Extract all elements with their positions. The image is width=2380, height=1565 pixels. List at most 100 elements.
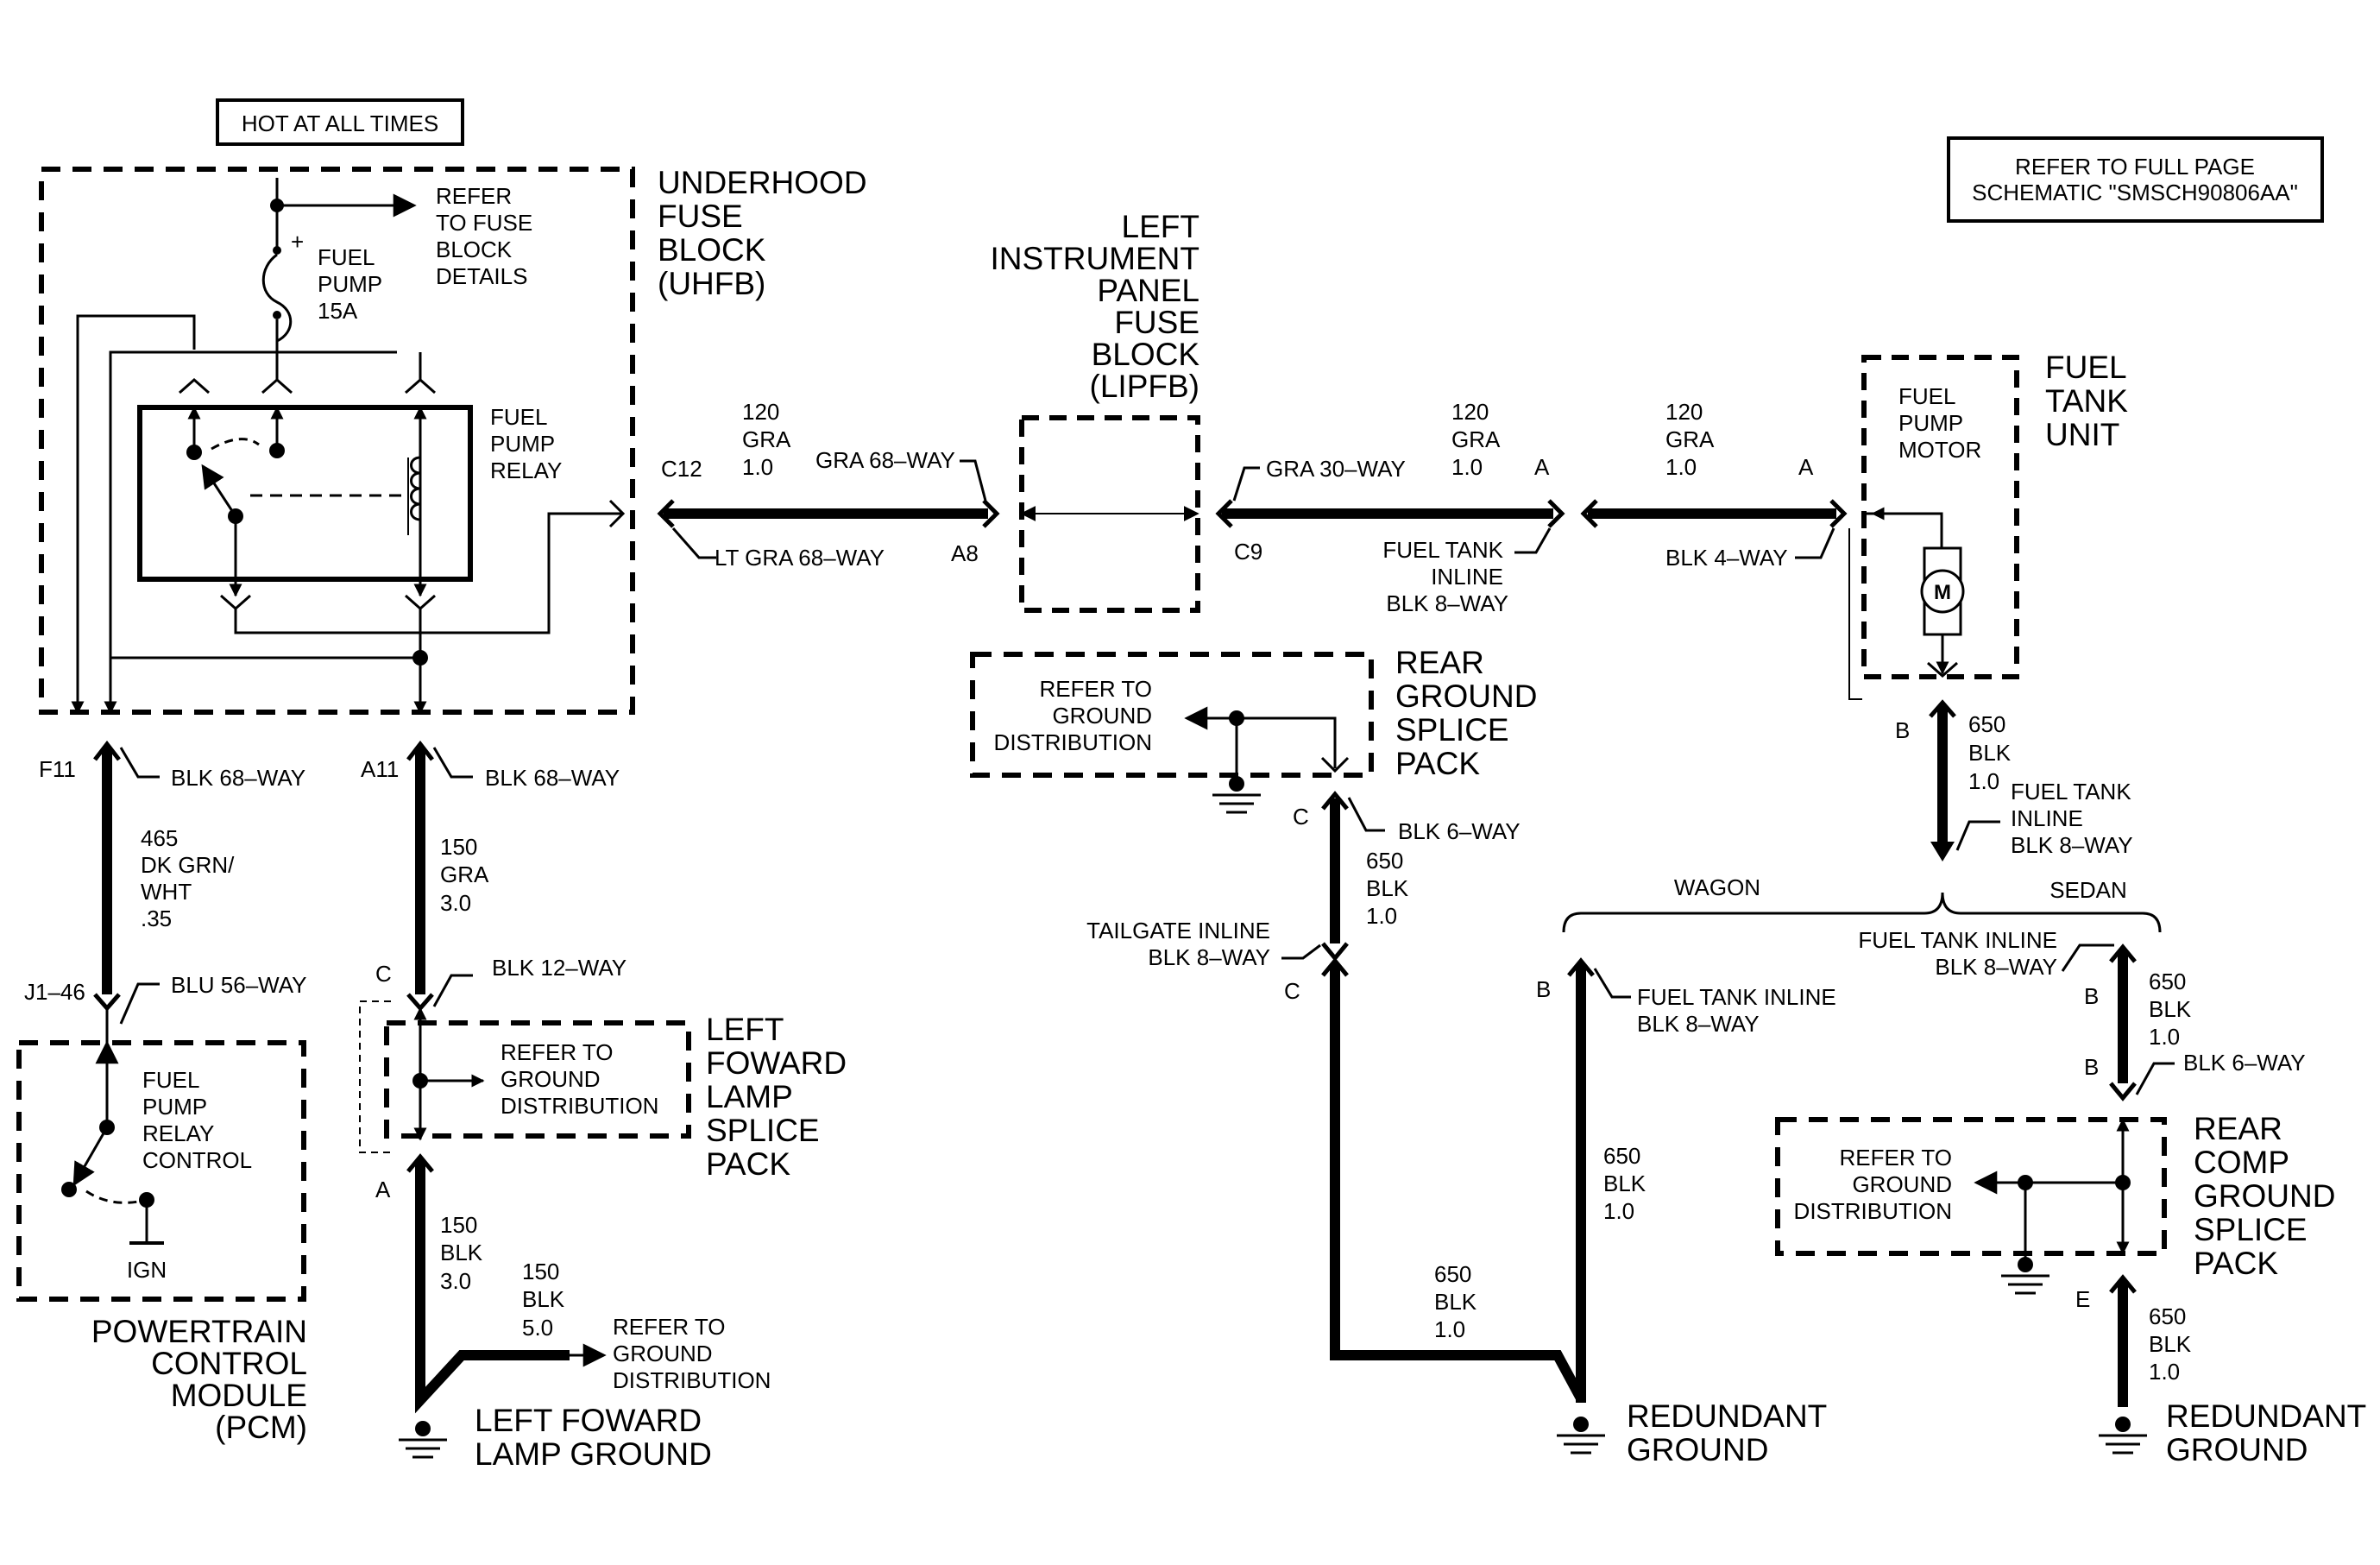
svg-text:CONTROL: CONTROL xyxy=(151,1346,307,1381)
svg-text:+: + xyxy=(291,229,304,255)
svg-text:INLINE: INLINE xyxy=(1431,564,1503,590)
svg-text:MOTOR: MOTOR xyxy=(1898,437,1981,463)
pin-c3: C xyxy=(1284,978,1300,1004)
fuel-tank-unit-outline xyxy=(1861,355,2019,679)
svg-text:.35: .35 xyxy=(141,906,172,931)
refer-full-page-line1: REFER TO FULL PAGE xyxy=(2015,154,2255,180)
svg-text:3.0: 3.0 xyxy=(440,1268,471,1294)
fuel-pump-motor-symbol xyxy=(1920,569,1965,614)
connector-fuel-tank-inline-2: FUEL TANK INLINE BLK 8–WAY xyxy=(2011,779,2133,858)
connector-ltgra68: LT GRA 68–WAY xyxy=(715,545,885,571)
svg-text:FUSE: FUSE xyxy=(658,199,743,234)
svg-text:PUMP: PUMP xyxy=(1898,410,1963,436)
rear-ground-splice-refer: REFER TO GROUND DISTRIBUTION xyxy=(994,676,1152,755)
connector-blk6-a: BLK 6–WAY xyxy=(1398,818,1521,844)
relay-coil-symbol xyxy=(410,456,421,521)
svg-text:15A: 15A xyxy=(318,298,358,324)
svg-text:5.0: 5.0 xyxy=(522,1315,553,1341)
svg-text:WHT: WHT xyxy=(141,879,192,905)
uhfb-title: UNDERHOOD FUSE BLOCK (UHFB) xyxy=(658,165,867,301)
pcm-outline xyxy=(16,1040,306,1302)
svg-text:REFER TO: REFER TO xyxy=(613,1314,726,1340)
ground-symbol xyxy=(1557,1417,1605,1455)
svg-text:LAMP GROUND: LAMP GROUND xyxy=(475,1436,712,1472)
svg-text:BLK: BLK xyxy=(1434,1289,1477,1315)
svg-text:GROUND: GROUND xyxy=(2166,1432,2308,1467)
wire-150-blk xyxy=(415,1160,570,1414)
rear-ground-splice-title: REAR GROUND SPLICE PACK xyxy=(1395,645,1537,781)
fuse-symbol xyxy=(261,253,293,343)
redundant-ground-1-label: REDUNDANT GROUND xyxy=(1627,1398,1827,1467)
connector-gra30: GRA 30–WAY xyxy=(1266,456,1406,482)
svg-text:FUEL: FUEL xyxy=(490,404,547,430)
variant-wagon: WAGON xyxy=(1674,874,1760,900)
svg-text:GROUND: GROUND xyxy=(1627,1432,1768,1467)
svg-text:DISTRIBUTION: DISTRIBUTION xyxy=(1794,1198,1952,1224)
connector-blk4: BLK 4–WAY xyxy=(1665,545,1788,571)
svg-text:REFER TO: REFER TO xyxy=(501,1039,614,1065)
svg-text:BLK: BLK xyxy=(440,1240,483,1265)
svg-text:650: 650 xyxy=(2149,1303,2186,1329)
svg-text:FUEL TANK INLINE: FUEL TANK INLINE xyxy=(1637,984,1836,1010)
svg-text:UNDERHOOD: UNDERHOOD xyxy=(658,165,867,200)
fuel-pump-relay-label: FUEL PUMP RELAY xyxy=(490,404,562,483)
svg-text:COMP: COMP xyxy=(2194,1145,2289,1180)
fuel-pump-motor-label: FUEL PUMP MOTOR xyxy=(1898,383,1981,463)
lipfb-title: LEFT INSTRUMENT PANEL FUSE BLOCK (LIPFB) xyxy=(990,209,1199,404)
connector-fuel-tank-inline-3: FUEL TANK INLINE BLK 8–WAY xyxy=(1637,984,1836,1037)
svg-text:REDUNDANT: REDUNDANT xyxy=(2166,1398,2366,1434)
wagon-sedan-brace xyxy=(1562,892,2162,933)
svg-text:POWERTRAIN: POWERTRAIN xyxy=(91,1314,307,1349)
svg-text:PUMP: PUMP xyxy=(490,431,555,457)
svg-text:TAILGATE INLINE: TAILGATE INLINE xyxy=(1086,918,1270,943)
wire-650-e-label: 650 BLK 1.0 xyxy=(2149,969,2192,1050)
svg-text:GROUND: GROUND xyxy=(613,1341,713,1366)
pin-a2: A xyxy=(1798,454,1814,480)
svg-text:BLK: BLK xyxy=(2149,996,2192,1022)
svg-text:1.0: 1.0 xyxy=(2149,1359,2180,1385)
motor-m-label: M xyxy=(1934,581,1951,604)
refer-fuse-block-details: REFER TO FUSE BLOCK DETAILS xyxy=(436,183,532,289)
svg-text:120: 120 xyxy=(1665,399,1703,425)
svg-text:SPLICE: SPLICE xyxy=(706,1113,820,1148)
svg-text:BLK: BLK xyxy=(522,1286,565,1312)
svg-text:RELAY: RELAY xyxy=(490,458,562,483)
svg-text:1.0: 1.0 xyxy=(742,454,773,480)
fuel-pump-fuse-label: FUEL PUMP 15A xyxy=(318,244,382,324)
svg-text:BLK 8–WAY: BLK 8–WAY xyxy=(1935,954,2057,980)
svg-text:GRA: GRA xyxy=(1451,426,1501,452)
svg-text:3.0: 3.0 xyxy=(440,890,471,916)
hot-at-all-times-label: HOT AT ALL TIMES xyxy=(242,110,438,136)
connector-fuel-tank-inline-4: FUEL TANK INLINE BLK 8–WAY xyxy=(1858,927,2057,980)
svg-text:REFER TO: REFER TO xyxy=(1039,676,1152,702)
pcm-relay-control-label: FUEL PUMP RELAY CONTROL xyxy=(142,1067,252,1173)
wire-150-blk3-label: 150 BLK 3.0 xyxy=(440,1212,483,1294)
svg-text:FUEL TANK: FUEL TANK xyxy=(1382,537,1503,563)
fuel-tank-unit-title: FUEL TANK UNIT xyxy=(2045,350,2128,452)
pin-b4: B xyxy=(2084,1054,2099,1080)
wire-120-c-label: 120 GRA 1.0 xyxy=(1665,399,1715,480)
connector-blk68-a: BLK 68–WAY xyxy=(171,765,305,791)
svg-text:1.0: 1.0 xyxy=(1451,454,1483,480)
svg-text:650: 650 xyxy=(1968,711,2005,737)
left-foward-refer-ground: REFER TO GROUND DISTRIBUTION xyxy=(613,1314,771,1393)
svg-text:1.0: 1.0 xyxy=(1968,768,1999,794)
svg-text:UNIT: UNIT xyxy=(2045,417,2119,452)
svg-text:FUEL: FUEL xyxy=(2045,350,2127,385)
wire-120-b-label: 120 GRA 1.0 xyxy=(1451,399,1501,480)
pin-c12: C12 xyxy=(661,456,702,482)
pin-a1: A xyxy=(1534,454,1550,480)
pin-c2: C xyxy=(1293,804,1309,830)
svg-text:GROUND: GROUND xyxy=(1852,1171,1952,1197)
svg-text:BLK: BLK xyxy=(1968,740,2012,766)
wire-650-d-label: 650 BLK 1.0 xyxy=(1603,1143,1646,1224)
svg-text:120: 120 xyxy=(742,399,779,425)
pin-e: E xyxy=(2075,1286,2090,1312)
svg-text:1.0: 1.0 xyxy=(1434,1316,1465,1342)
wire-150-gra-label: 150 GRA 3.0 xyxy=(440,834,489,916)
svg-text:LAMP: LAMP xyxy=(706,1079,793,1114)
svg-text:BLK 8–WAY: BLK 8–WAY xyxy=(1386,590,1508,616)
svg-text:TO FUSE: TO FUSE xyxy=(436,210,532,236)
svg-text:GRA: GRA xyxy=(440,861,489,887)
svg-text:REAR: REAR xyxy=(1395,645,1484,680)
